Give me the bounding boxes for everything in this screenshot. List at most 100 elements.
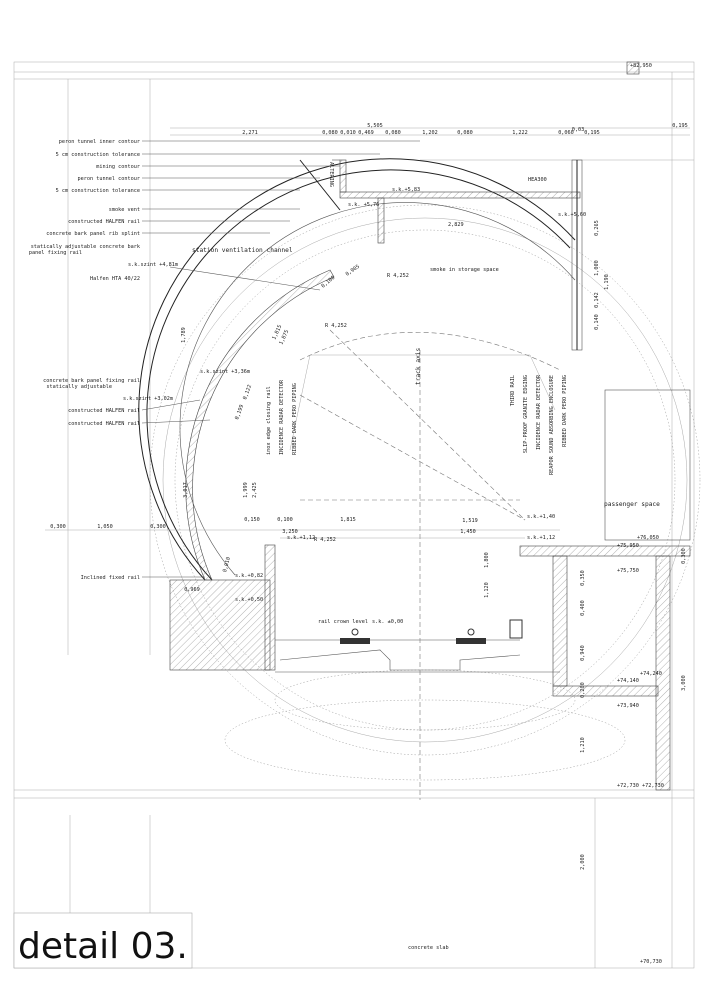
dim: 0,969 — [184, 587, 200, 593]
dim: 0,400 — [580, 600, 586, 616]
dim: 0,080 — [385, 130, 401, 136]
level-302: s.k.szint +3,02m — [123, 396, 173, 402]
radius-label: R 4,252 — [314, 537, 336, 543]
elevation: +74,240 — [640, 671, 662, 677]
level-082: s.k.+0,82 — [235, 573, 263, 579]
dim: 1,210 — [580, 737, 586, 753]
label-concrete-slab: concrete slab — [408, 945, 449, 951]
dim: 1,450 — [460, 529, 476, 535]
equipment-labels-right: THIRD RAIL SLIP-PROOF GRANITE EDGING INC… — [510, 374, 568, 475]
label-hea300: HEA300 — [528, 177, 547, 183]
dim: 0,100 — [277, 517, 293, 523]
dim: 0,200 — [580, 682, 586, 698]
dim: 1,000 — [594, 260, 600, 276]
dim: 0,010 — [222, 556, 232, 573]
label-panel-fixing-rail: panel fixing rail — [29, 250, 82, 256]
tunnel-contours — [138, 158, 701, 781]
dim: 1,202 — [422, 130, 438, 136]
elevation: +82,950 — [630, 63, 652, 69]
platform-structure — [169, 329, 691, 800]
dim-total: 5,505 — [367, 123, 383, 129]
dim: 0,195 — [584, 130, 600, 136]
elevation: +72,730 — [617, 783, 639, 789]
dim: 0,140 — [594, 314, 600, 330]
dim: 0,300 — [150, 524, 166, 530]
dim: 0,265 — [594, 220, 600, 236]
dim: 1,789 — [181, 327, 187, 343]
elevation: +70,730 — [640, 959, 662, 965]
label-pero-piping: RIBBED DARK PERO PIPING — [292, 383, 298, 455]
dim: 1,222 — [512, 130, 528, 136]
dim: 0,469 — [358, 130, 374, 136]
elevation: +72,730 — [642, 783, 664, 789]
dim: 2,829 — [448, 222, 464, 228]
top-dimensions: 5,505 0,195 2,271 0,080 0,010 0,469 0,08… — [242, 123, 688, 136]
elevations: +82,950 +76,050 +75,950 +75,750 +74,240 … — [617, 63, 664, 965]
elevation: +75,750 — [617, 568, 639, 574]
level-000: s.k. ±0,00 — [372, 619, 403, 625]
label-pero-piping-right: RIBBED DARK PERO PIPING — [562, 375, 568, 447]
arc-dimensions: 2,829 R 4,252 R 4,252 R 4,252 0,100 0,90… — [234, 222, 463, 543]
dim: 0,350 — [580, 570, 586, 586]
dim: 0,150 — [244, 517, 260, 523]
dim: 1,519 — [462, 518, 478, 524]
label-halfen-rail-3: constructed HALFEN rail — [68, 421, 140, 427]
dim: 0,060 — [558, 130, 574, 136]
label-altering: ALTERING — [328, 162, 334, 187]
dim: 0,300 — [50, 524, 66, 530]
dim: 3,250 — [282, 529, 298, 535]
label-statically-adjustable: statically adjustable — [46, 384, 112, 390]
title-block: detail 03. — [13, 912, 193, 969]
label-ventilation-channel: station ventilation channel — [192, 247, 293, 254]
dim: 1,050 — [97, 524, 113, 530]
label-halfen-hta: Halfen HTA 40/22 — [90, 276, 140, 282]
dim: 1,190 — [604, 274, 610, 290]
radius-label: R 4,252 — [325, 323, 347, 329]
label-bark-panel-fixing-rail: concrete bark panel fixing rail — [43, 378, 140, 384]
dim: 3,000 — [681, 675, 687, 691]
smoke-duct — [299, 159, 583, 351]
vertical-dimensions: 1,789 3,017 1,999 2,425 1,800 1,120 0,35… — [181, 220, 687, 870]
label-smoke-storage: smoke in storage space — [430, 267, 499, 273]
label-inox-edge: inox edge closing rail — [266, 386, 272, 455]
dim: 1,815 — [340, 517, 356, 523]
label-rib-splint: concrete bark panel rib splint — [46, 231, 140, 237]
label-radar-detector-right: INCIDENCE RADAR DETECTOR — [536, 374, 542, 450]
dim: 0,122 — [242, 384, 253, 401]
dim: 0,940 — [580, 645, 586, 661]
label-inclined-fixed-rail: Inclined fixed rail — [81, 575, 140, 581]
dim: 1,999 — [243, 482, 249, 498]
dim: 0,03 — [572, 127, 585, 133]
mid-dimensions: 0,300 1,050 0,300 0,150 0,100 1,815 1,51… — [50, 517, 478, 593]
dim: 2,000 — [580, 854, 586, 870]
level-481: s.k.szint +4,81m — [128, 262, 178, 268]
drawing-frame — [13, 61, 695, 969]
dim: 0,905 — [345, 264, 361, 278]
equipment-labels-left: inox edge closing rail INCIDENCE RADAR D… — [266, 379, 298, 455]
label-mining-contour: mining contour — [96, 164, 140, 170]
elevation: +74,140 — [617, 678, 639, 684]
label-passenger-space: passenger space — [604, 501, 660, 508]
dim: 3,017 — [183, 482, 189, 498]
label-radar-detector: INCIDENCE RADAR DETECTOR — [279, 379, 285, 455]
dim: 2,271 — [242, 130, 258, 136]
dim: 0,142 — [594, 292, 600, 308]
level-112-left: s.k.+1,12 — [287, 535, 315, 541]
level-583: s.k.+5,83 — [392, 187, 420, 193]
level-050: s.k.+0,50 — [235, 597, 263, 603]
detail-title: detail 03. — [18, 926, 188, 967]
dim: 0,080 — [457, 130, 473, 136]
label-granite-edging: SLIP-PROOF GRANITE EDGING — [523, 375, 529, 453]
elevation: +76,050 — [637, 535, 659, 541]
label-adjustable-bark: statically adjustable concrete bark — [31, 244, 141, 250]
level-140: s.k.+1,40 — [527, 514, 555, 520]
label-halfen-rail: constructed HALFEN rail — [68, 219, 140, 225]
elevation: +73,940 — [617, 703, 639, 709]
level-336: s.k.szint +3,36m — [200, 369, 250, 375]
label-peron-tunnel-contour: peron tunnel contour — [78, 176, 140, 182]
dim: 0,300 — [681, 548, 687, 564]
dim: 1,800 — [484, 552, 490, 568]
label-halfen-rail-2: constructed HALFEN rail — [68, 408, 140, 414]
left-labels: peron tunnel inner contour 5 cm construc… — [29, 139, 141, 581]
label-construction-tolerance: 5 cm construction tolerance — [56, 152, 140, 158]
